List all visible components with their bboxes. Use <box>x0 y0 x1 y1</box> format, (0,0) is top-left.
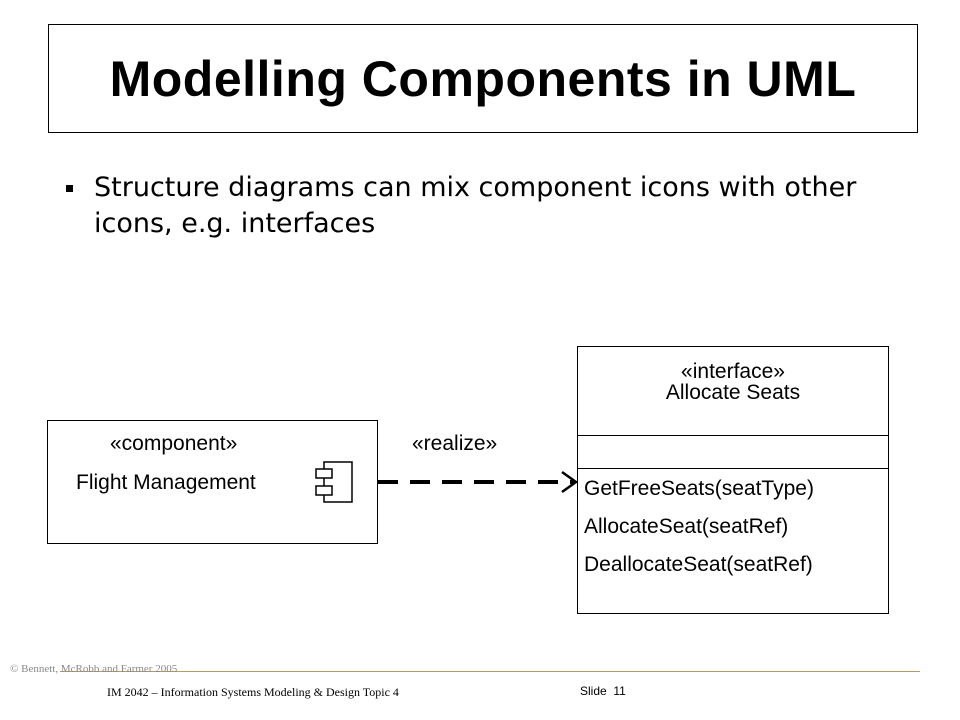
component-icon <box>315 461 353 503</box>
interface-box: «interface» Allocate Seats GetFreeSeats(… <box>577 346 889 614</box>
copyright-text: © Bennett, McRobb and Farmer 2005 <box>10 663 178 675</box>
footer-divider <box>60 671 920 672</box>
slide-word: Slide <box>580 684 607 698</box>
interface-operation: AllocateSeat(seatRef) <box>584 515 789 538</box>
interface-divider-1 <box>578 435 888 436</box>
bullet-square-icon <box>66 185 73 192</box>
interface-name: Allocate Seats <box>665 381 801 404</box>
slide-number-value: 11 <box>613 684 626 698</box>
course-label: IM 2042 – Information Systems Modeling &… <box>107 685 399 699</box>
component-box: «component» Flight Management <box>47 420 378 544</box>
realize-arrow <box>378 470 578 494</box>
interface-header: «interface» Allocate Seats <box>578 361 888 403</box>
component-name: Flight Management <box>76 471 256 494</box>
interface-operation: GetFreeSeats(seatType) <box>584 477 814 500</box>
bullet-text: Structure diagrams can mix component ico… <box>94 172 857 239</box>
interface-divider-2 <box>578 468 888 469</box>
title-box: Modelling Components in UML <box>48 24 918 133</box>
interface-operation: DeallocateSeat(seatRef) <box>584 553 813 576</box>
interface-stereotype: «interface» <box>681 360 785 383</box>
component-stereotype: «component» <box>110 432 238 455</box>
realize-label: «realize» <box>412 432 498 455</box>
slide-title: Modelling Components in UML <box>109 50 857 107</box>
slide-number: Slide 11 <box>580 684 626 698</box>
